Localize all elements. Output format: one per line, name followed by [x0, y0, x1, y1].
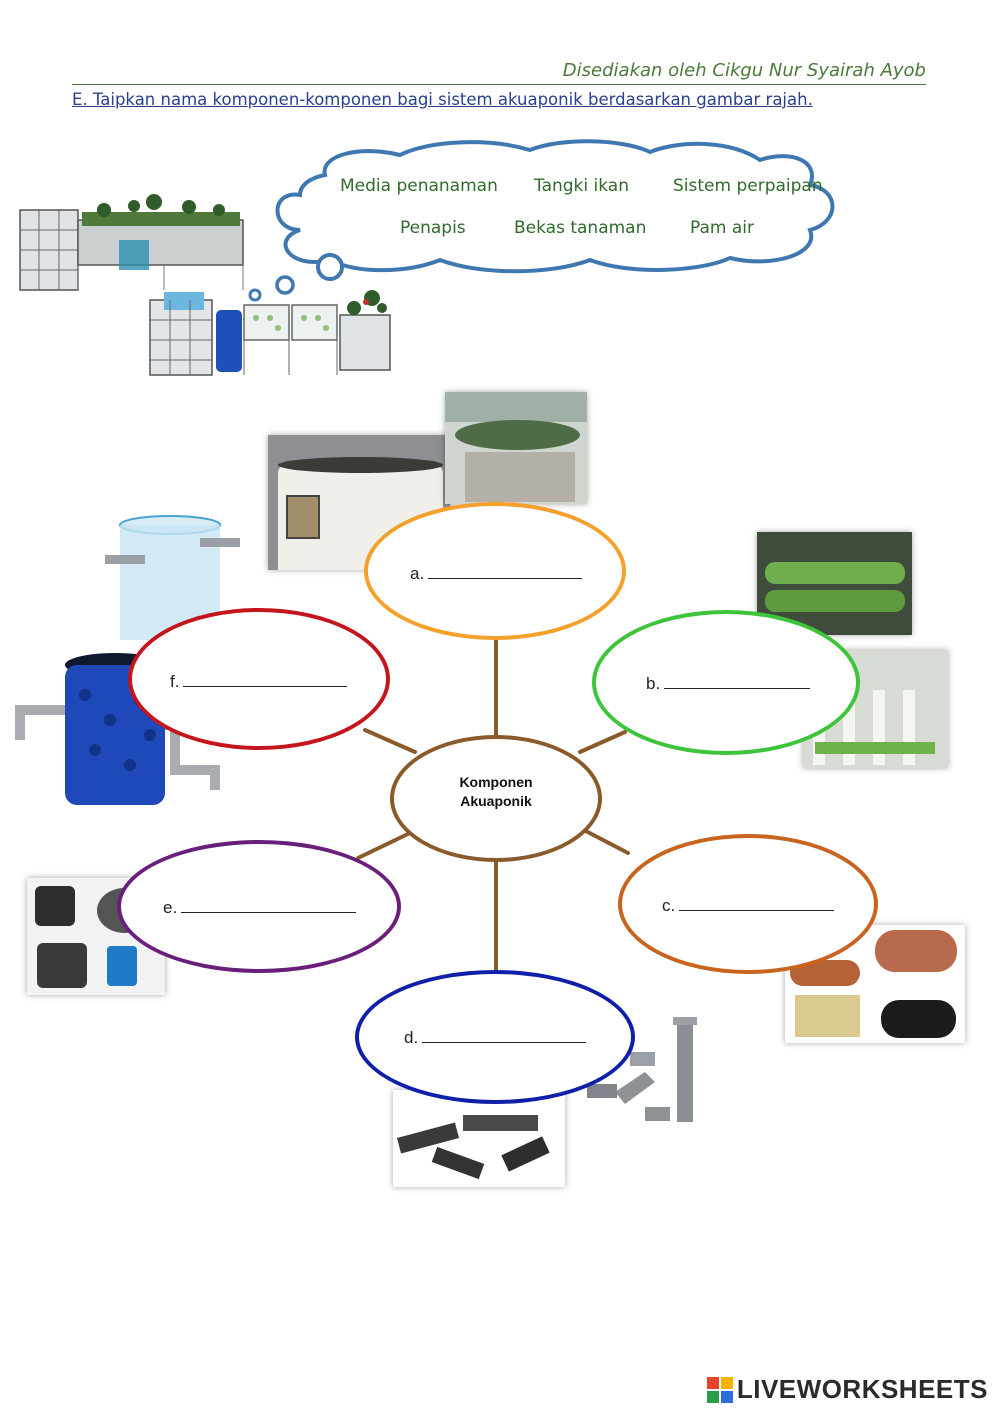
- word-bank-item: Sistem perpaipan: [673, 176, 823, 196]
- answer-oval-e: e.: [117, 840, 401, 973]
- center-oval: Komponen Akuaponik: [390, 735, 602, 862]
- answer-oval-b: b.: [592, 610, 860, 755]
- answer-oval-a: a.: [364, 502, 626, 640]
- header-divider: [72, 84, 926, 85]
- word-bank-item: Bekas tanaman: [514, 218, 647, 238]
- oval-letter: d.: [404, 1028, 419, 1047]
- author-credit: Disediakan oleh Cikgu Nur Syairah Ayob: [562, 60, 926, 81]
- center-label-line1: Komponen: [459, 774, 533, 790]
- answer-blank-b[interactable]: [664, 674, 811, 689]
- pipe-fittings-photo: [393, 1090, 565, 1187]
- grow-bed-photo: [757, 532, 912, 635]
- word-bank-item: Media penanaman: [340, 176, 498, 196]
- answer-oval-f: f.: [128, 608, 390, 750]
- answer-blank-e[interactable]: [181, 898, 357, 913]
- word-bank-item: Tangki ikan: [534, 176, 629, 196]
- answer-oval-d: d.: [355, 970, 635, 1104]
- thought-cloud: [248, 139, 835, 302]
- answer-blank-f[interactable]: [183, 672, 348, 687]
- fish-tank-photo: [445, 392, 587, 504]
- word-bank-item: Pam air: [690, 218, 754, 238]
- oval-letter: a.: [410, 564, 425, 583]
- answer-blank-a[interactable]: [428, 564, 583, 579]
- answer-blank-c[interactable]: [679, 896, 835, 911]
- pvc-pipes-illustration: [587, 1017, 697, 1122]
- oval-letter: f.: [170, 672, 180, 691]
- oval-letter: b.: [646, 674, 661, 693]
- brand-text: LIVEWORKSHEETS: [736, 1374, 988, 1404]
- oval-letter: c.: [662, 896, 676, 915]
- answer-oval-c: c.: [618, 834, 878, 974]
- liveworksheets-logo: LIVEWORKSHEETS: [706, 1374, 988, 1405]
- center-label-line2: Akuaponik: [460, 793, 532, 809]
- instruction-text: E. Taipkan nama komponen-komponen bagi s…: [72, 90, 813, 109]
- liveworksheets-icon: [706, 1376, 733, 1403]
- oval-letter: e.: [163, 898, 178, 917]
- aquaponic-system-illustration: [19, 194, 391, 376]
- word-bank-item: Penapis: [400, 218, 466, 238]
- answer-blank-d[interactable]: [422, 1028, 587, 1043]
